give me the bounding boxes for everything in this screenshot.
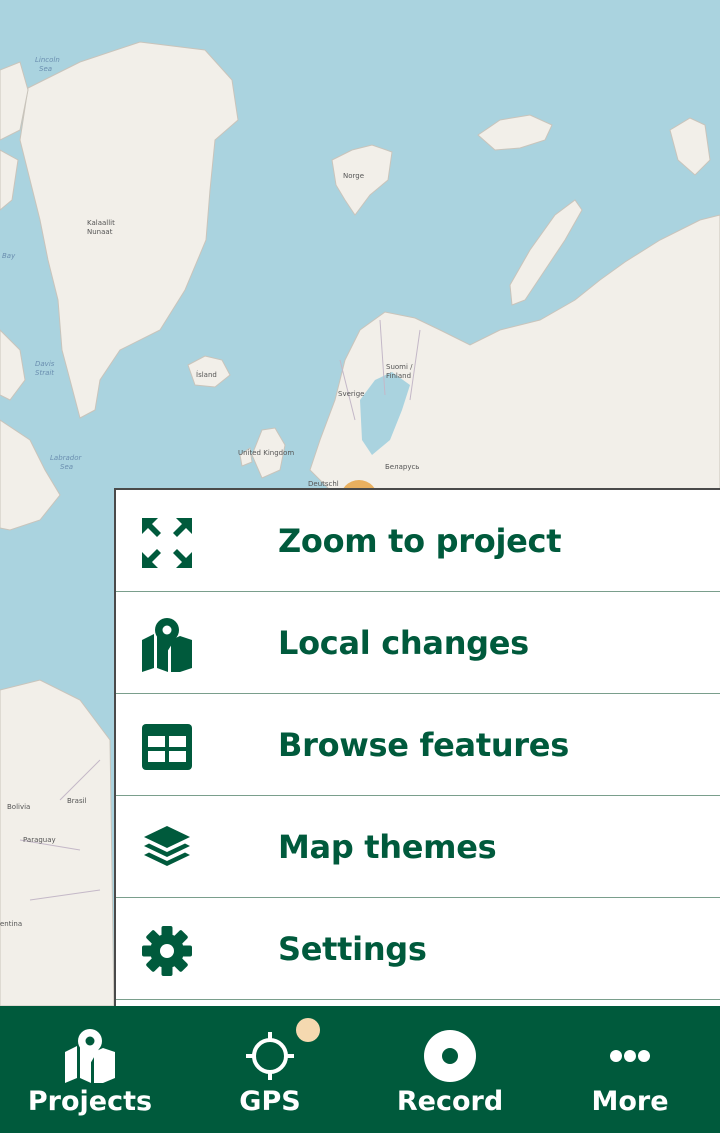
nav-gps-button[interactable]: GPS xyxy=(180,1006,360,1133)
nav-more-label: More xyxy=(591,1086,669,1117)
map-label-norge: Norge xyxy=(343,172,364,180)
map-label-labrador-sea: Sea xyxy=(60,463,73,471)
menu-item-zoom-to-project[interactable]: Zoom to project xyxy=(116,490,720,592)
map-label-bay: Bay xyxy=(2,252,16,260)
nav-projects-label: Projects xyxy=(27,1086,153,1117)
nav-projects-button[interactable]: Projects xyxy=(0,1006,180,1133)
gps-crosshair-icon xyxy=(246,1032,294,1080)
map-label-united-kingdom: United Kingdom xyxy=(238,449,294,457)
more-dots-icon xyxy=(610,1050,650,1062)
map-label-labrador: Labrador xyxy=(50,454,83,462)
gps-status-indicator xyxy=(296,1018,320,1042)
menu-item-browse-features[interactable]: Browse features xyxy=(116,694,720,796)
gear-icon xyxy=(142,926,192,976)
map-pin-icon xyxy=(142,618,192,672)
map-label-finland: Finland xyxy=(386,372,411,380)
layers-icon xyxy=(144,826,190,866)
table-icon xyxy=(142,724,192,770)
map-label-argentina: entina xyxy=(0,920,22,928)
nav-more-button[interactable]: More xyxy=(540,1006,720,1133)
map-label-lincoln-sea: Sea xyxy=(39,65,52,73)
menu-item-label: Map themes xyxy=(278,827,497,866)
map-label-belarus: Беларусь xyxy=(385,463,419,471)
map-label-sverige: Sverige xyxy=(338,390,364,398)
menu-item-label: Browse features xyxy=(278,725,569,764)
projects-map-icon xyxy=(65,1029,115,1083)
more-menu: Zoom to project Local changes Browse fea… xyxy=(114,488,720,1006)
nav-record-label: Record xyxy=(396,1086,504,1117)
menu-item-label: Local changes xyxy=(278,623,529,662)
map-label-paraguay: Paraguay xyxy=(23,836,56,844)
map-label-suomi: Suomi / xyxy=(386,363,413,371)
map-label-nunaat: Nunaat xyxy=(87,228,113,236)
menu-item-local-changes[interactable]: Local changes xyxy=(116,592,720,694)
nav-record-button[interactable]: Record xyxy=(360,1006,540,1133)
zoom-to-project-icon xyxy=(142,518,192,568)
map-label-island: Ísland xyxy=(196,370,217,379)
bottom-navigation: Projects GPS Record More xyxy=(0,1006,720,1133)
nav-gps-label: GPS xyxy=(239,1086,301,1117)
map-label-strait: Strait xyxy=(35,369,54,377)
map-label-lincoln: Lincoln xyxy=(35,56,60,64)
map-label-deutschland: Deutschl xyxy=(308,480,339,488)
map-label-kalaallit: Kalaallit xyxy=(87,219,115,227)
menu-item-label: Settings xyxy=(278,929,427,968)
menu-item-settings[interactable]: Settings xyxy=(116,898,720,1000)
map-label-bolivia: Bolivia xyxy=(7,803,30,811)
record-icon xyxy=(424,1030,476,1082)
menu-item-label: Zoom to project xyxy=(278,521,562,560)
map-label-brasil: Brasil xyxy=(67,797,87,805)
map-label-davis: Davis xyxy=(35,360,55,368)
menu-item-map-themes[interactable]: Map themes xyxy=(116,796,720,898)
